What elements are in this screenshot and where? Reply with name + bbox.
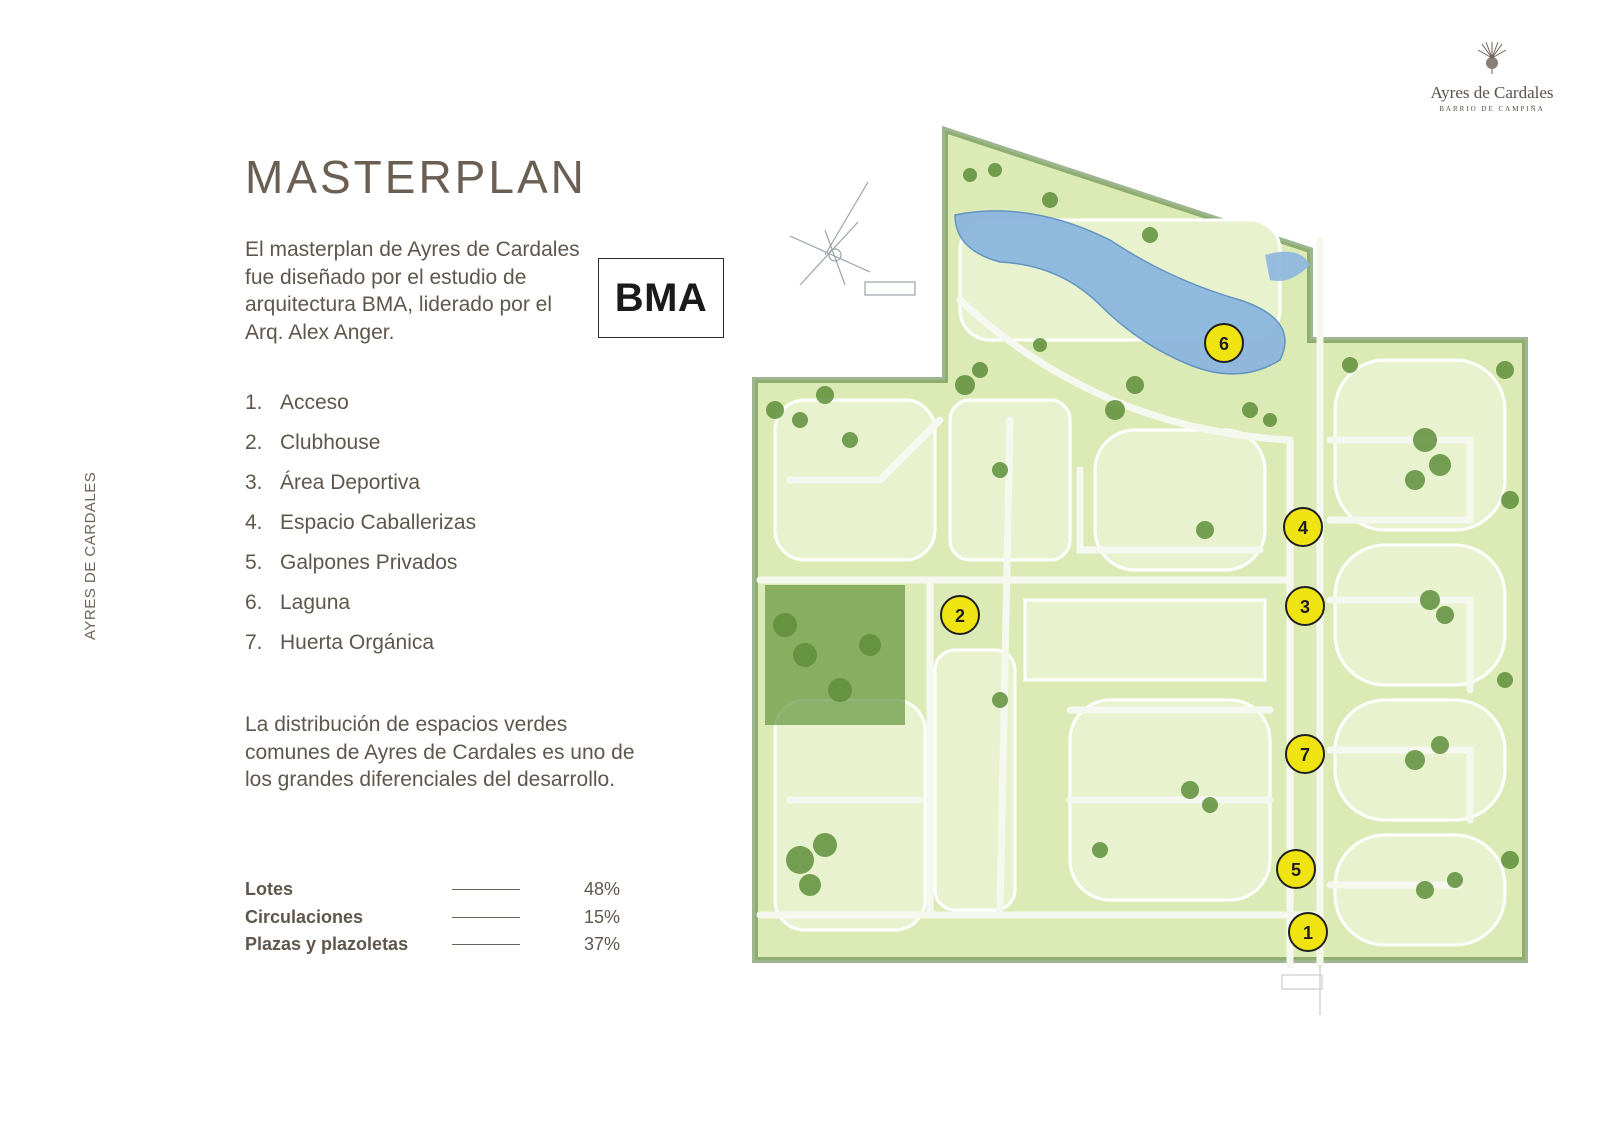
legend-label: Espacio Caballerizas (280, 511, 477, 534)
logo-subtitle: BARRIO DE CAMPIÑA (1439, 105, 1545, 113)
legend-label: Área Deportiva (280, 471, 421, 494)
map-marker-3[interactable]: 3 (1285, 586, 1325, 626)
legend-item[interactable]: 5. Galpones Privados (245, 549, 476, 589)
forest-area (765, 585, 905, 725)
stat-row: Lotes 48% (245, 876, 620, 904)
marker-label: 7 (1300, 745, 1310, 765)
legend-item[interactable]: 6. Laguna (245, 589, 476, 629)
legend-item[interactable]: 3. Área Deportiva (245, 469, 476, 509)
stat-value: 37% (584, 934, 621, 955)
map-marker-4[interactable]: 4 (1283, 507, 1323, 547)
stat-row: Circulaciones 15% (245, 904, 620, 932)
legend-label: Clubhouse (280, 431, 381, 454)
legend-label: Huerta Orgánica (280, 631, 435, 654)
marker-label: 1 (1303, 923, 1313, 943)
map-marker-5[interactable]: 5 (1276, 849, 1316, 889)
masterplan-map[interactable]: 1 2 3 4 5 6 7 (730, 120, 1530, 1020)
map-marker-7[interactable]: 7 (1285, 734, 1325, 774)
marker-label: 5 (1291, 860, 1301, 880)
lot-blocks (773, 218, 1507, 947)
stat-value: 48% (584, 879, 621, 900)
marker-label: 3 (1300, 597, 1310, 617)
stat-label: Lotes (245, 879, 294, 900)
page-title: MASTERPLAN (245, 151, 587, 203)
marker-label: 6 (1219, 334, 1229, 354)
legend-number: 2. (245, 431, 263, 454)
legend-label: Galpones Privados (280, 551, 458, 574)
marker-label: 2 (955, 606, 965, 626)
stat-label: Plazas y plazoletas (245, 934, 409, 955)
legend-number: 4. (245, 511, 263, 534)
bma-logo-text: BMA (614, 275, 708, 320)
legend-item[interactable]: 7. Huerta Orgánica (245, 629, 476, 669)
land-use-stats: Lotes 48% Circulaciones 15% Plazas y pla… (245, 876, 620, 959)
bma-logo: BMA (598, 258, 724, 338)
access-gate (1281, 974, 1323, 990)
legend-label: Laguna (280, 591, 351, 614)
legend-number: 3. (245, 471, 263, 494)
legend-number: 7. (245, 631, 263, 654)
thistle-icon (1477, 41, 1507, 74)
intro-text: El masterplan de Ayres de Cardales fue d… (245, 238, 580, 344)
laguna-lake (954, 210, 1286, 375)
legend-number: 1. (245, 391, 263, 414)
legend-number: 5. (245, 551, 263, 574)
stat-divider (452, 944, 520, 946)
internal-roads (756, 236, 1474, 969)
stat-value: 15% (584, 906, 621, 927)
marker-label: 4 (1298, 518, 1308, 538)
stat-label: Circulaciones (245, 906, 364, 927)
legend-item[interactable]: 2. Clubhouse (245, 429, 476, 469)
stat-row: Plazas y plazoletas 37% (245, 931, 620, 959)
stat-divider (452, 889, 520, 891)
legend-item[interactable]: 1. Acceso (245, 389, 476, 429)
map-marker-1[interactable]: 1 (1288, 912, 1328, 952)
compass-rose-icon (789, 181, 916, 296)
legend-list: 1. Acceso 2. Clubhouse 3. Área Deportiva 4.… (245, 389, 476, 669)
side-label: AYRES DE CARDALES (82, 471, 99, 640)
legend-label: Acceso (280, 391, 349, 414)
stat-divider (452, 916, 520, 918)
map-marker-6[interactable]: 6 (1204, 323, 1244, 363)
green-spaces-text: La distribución de espacios verdes comun… (245, 713, 635, 791)
map-marker-2[interactable]: 2 (940, 595, 980, 635)
brand-logo[interactable]: Ayres de Cardales BARRIO DE CAMPIÑA (1412, 36, 1572, 113)
legend-item[interactable]: 4. Espacio Caballerizas (245, 509, 476, 549)
tree-clusters (766, 163, 1519, 899)
legend-number: 6. (245, 591, 263, 614)
logo-name: Ayres de Cardales (1430, 83, 1554, 102)
